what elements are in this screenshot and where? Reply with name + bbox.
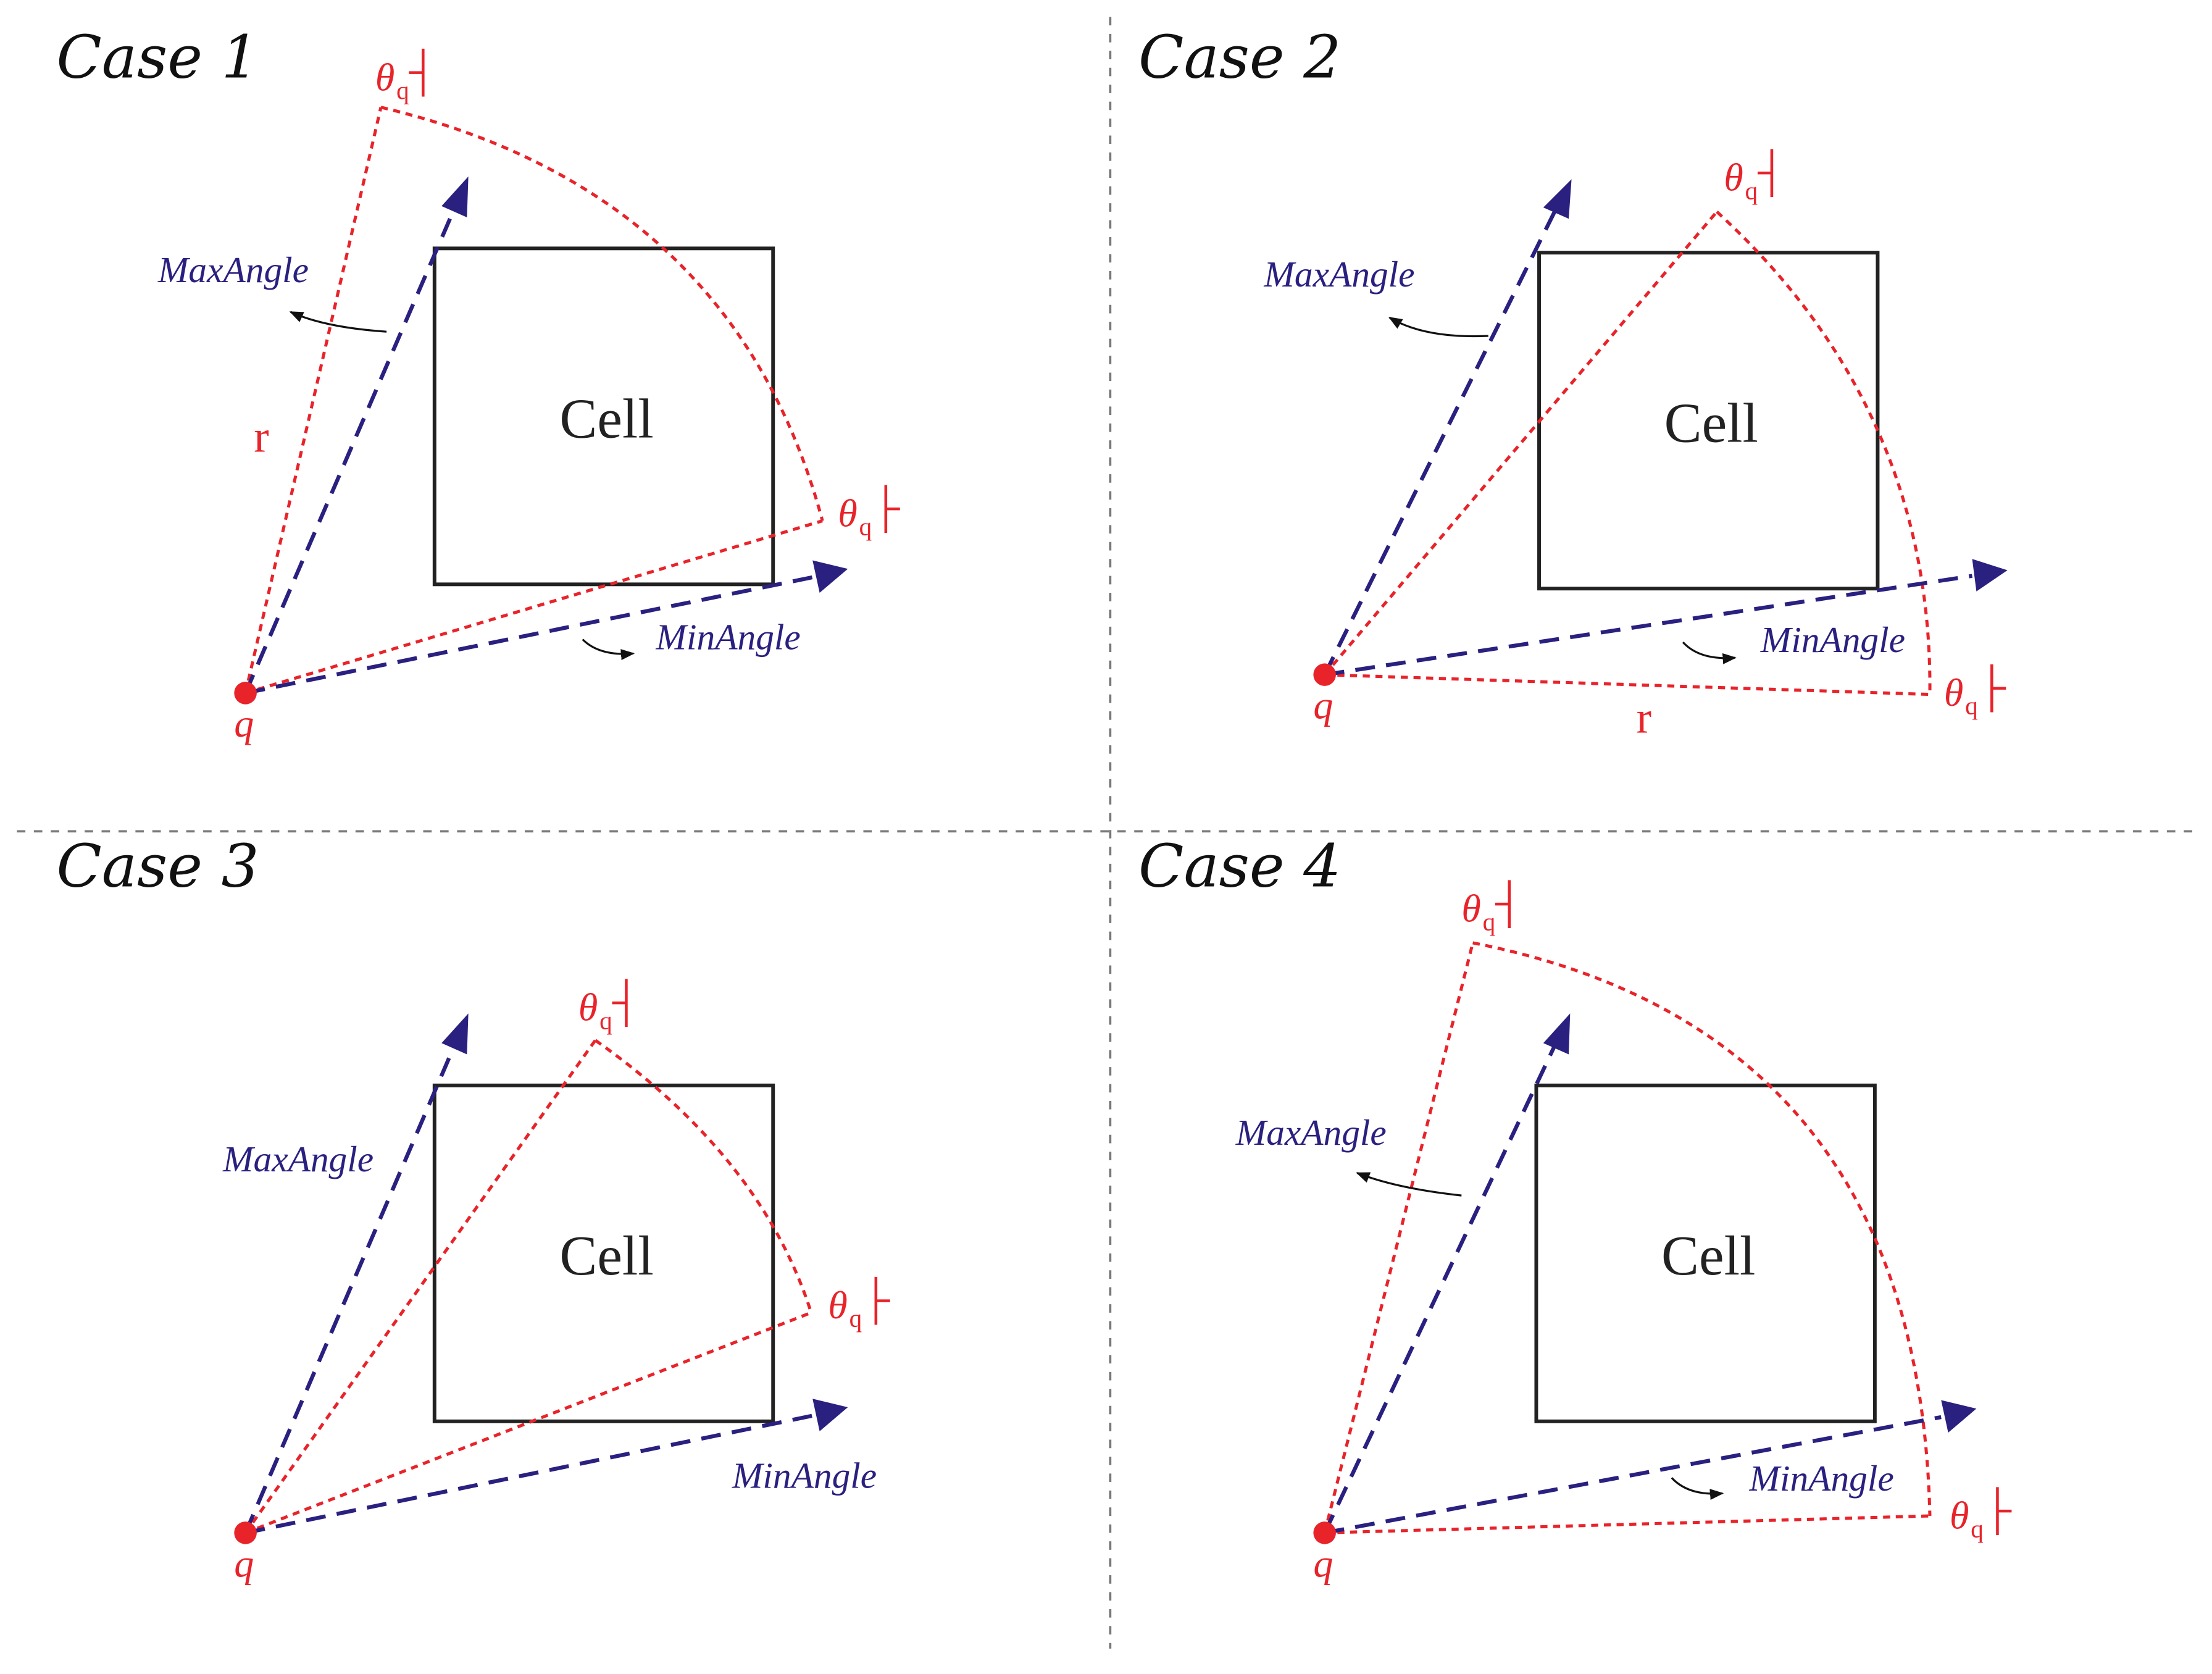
svg-text:θ: θ <box>1950 1494 1969 1538</box>
svg-text:θ: θ <box>828 1283 847 1327</box>
theta-lower-label: θ q ├ <box>1944 664 2006 720</box>
min-angle-arrowhead <box>812 1399 848 1431</box>
svg-text:θ: θ <box>375 55 394 99</box>
q-label: q <box>1313 1541 1333 1585</box>
svg-text:q: q <box>849 1304 862 1333</box>
max-angle-pointer <box>1356 1172 1462 1197</box>
cell-box <box>1534 1083 1877 1423</box>
sector-arc <box>380 106 824 522</box>
case-2-panel: Case 2 Cell q θ q ┤ θ q ├ r MaxAngle Min… <box>1138 23 2008 742</box>
svg-text:q: q <box>396 76 409 104</box>
svg-text:┤: ┤ <box>1757 148 1785 197</box>
sector-arc <box>594 1039 813 1313</box>
q-label: q <box>1313 683 1333 727</box>
sector-edge-lower <box>244 519 823 695</box>
max-angle-label: MaxAngle <box>222 1139 374 1179</box>
cell-label: Cell <box>1664 391 1758 454</box>
cell-label: Cell <box>559 1224 653 1287</box>
svg-text:q: q <box>599 1006 612 1034</box>
cell-box <box>432 1083 775 1423</box>
max-angle-ray <box>1322 1045 1557 1534</box>
max-angle-ray <box>243 208 456 694</box>
min-angle-ray <box>244 1413 813 1535</box>
case-title: Case 3 <box>56 831 259 900</box>
r-label: r <box>254 411 269 461</box>
case-title: Case 4 <box>1138 831 1341 900</box>
theta-lower-label: θ q ├ <box>838 484 900 540</box>
cell-label: Cell <box>1661 1224 1755 1287</box>
max-angle-arrowhead <box>441 1013 469 1055</box>
max-angle-arrowhead <box>1543 1013 1571 1055</box>
theta-lower-label: θ q ├ <box>1950 1486 2012 1542</box>
svg-text:θ: θ <box>1944 671 1963 714</box>
sector-arc <box>1716 211 1932 695</box>
min-angle-arrowhead <box>1972 559 2008 592</box>
svg-text:q: q <box>1965 692 1978 720</box>
svg-text:├: ├ <box>862 1276 890 1325</box>
cell-box <box>432 246 775 587</box>
max-angle-arrowhead <box>1543 179 1572 219</box>
min-angle-label: MinAngle <box>732 1455 877 1496</box>
min-angle-arrowhead <box>1941 1400 1977 1433</box>
svg-text:θ: θ <box>1461 887 1480 931</box>
min-angle-label: MinAngle <box>656 616 801 657</box>
case-4-panel: Case 4 Cell q θ q ┤ θ q ├ MaxAngle MinAn… <box>1138 831 2012 1585</box>
sector-arc <box>1472 941 1932 1517</box>
theta-upper-label: θ q ┤ <box>578 979 640 1035</box>
q-label: q <box>234 701 254 745</box>
case-title: Case 2 <box>1138 23 1341 92</box>
theta-upper-label: θ q ┤ <box>1724 148 1785 204</box>
sector-edge-lower <box>1324 673 1930 697</box>
max-angle-label: MaxAngle <box>1263 254 1414 295</box>
theta-upper-label: θ q ┤ <box>1461 879 1523 935</box>
sector-edge-upper <box>1323 942 1475 1534</box>
min-angle-pointer <box>582 638 635 660</box>
max-angle-pointer <box>289 311 387 333</box>
svg-text:q: q <box>859 512 872 540</box>
query-point <box>1313 663 1336 686</box>
theta-upper-label: θ q ┤ <box>375 48 437 104</box>
case-1-panel: Case 1 Cell q θ q ┤ θ q ├ r MaxAngle Min… <box>56 23 900 746</box>
max-angle-arrowhead <box>441 176 469 218</box>
r-label: r <box>1637 692 1651 742</box>
max-angle-label: MaxAngle <box>1235 1112 1387 1153</box>
max-angle-ray <box>1322 211 1557 676</box>
svg-text:q: q <box>1971 1514 1984 1542</box>
svg-text:┤: ┤ <box>1495 879 1523 928</box>
cell-label: Cell <box>559 388 653 450</box>
svg-text:├: ├ <box>1984 1486 2012 1535</box>
min-angle-label: MinAngle <box>1748 1458 1893 1499</box>
svg-text:q: q <box>1483 907 1496 935</box>
case-title: Case 1 <box>56 23 259 92</box>
max-angle-pointer <box>1388 316 1488 338</box>
query-point <box>1313 1521 1336 1544</box>
sector-edge-lower <box>1324 1514 1930 1534</box>
max-angle-ray <box>243 1045 456 1534</box>
svg-text:θ: θ <box>838 492 857 535</box>
svg-text:┤: ┤ <box>409 48 437 97</box>
sector-edge-upper <box>244 1039 597 1534</box>
query-point <box>234 682 257 705</box>
theta-lower-label: θ q ├ <box>828 1276 890 1333</box>
svg-text:├: ├ <box>872 484 900 533</box>
max-angle-label: MaxAngle <box>157 249 309 290</box>
q-label: q <box>234 1541 254 1585</box>
svg-text:├: ├ <box>1978 664 2006 713</box>
min-angle-ray <box>1324 1415 1942 1535</box>
query-point <box>234 1521 257 1544</box>
case-3-panel: Case 3 Cell q θ q ┤ θ q ├ MaxAngle MinAn… <box>56 831 890 1585</box>
svg-text:q: q <box>1745 176 1758 204</box>
min-angle-label: MinAngle <box>1760 619 1905 660</box>
svg-text:θ: θ <box>1724 156 1743 199</box>
svg-text:θ: θ <box>578 986 598 1029</box>
sector-edge-upper <box>244 107 383 693</box>
min-angle-ray <box>244 575 813 695</box>
svg-text:┤: ┤ <box>612 979 640 1027</box>
min-angle-pointer <box>1682 641 1737 664</box>
min-angle-arrowhead <box>812 560 848 593</box>
min-angle-ray <box>1324 574 1973 677</box>
min-angle-pointer <box>1671 1477 1724 1500</box>
